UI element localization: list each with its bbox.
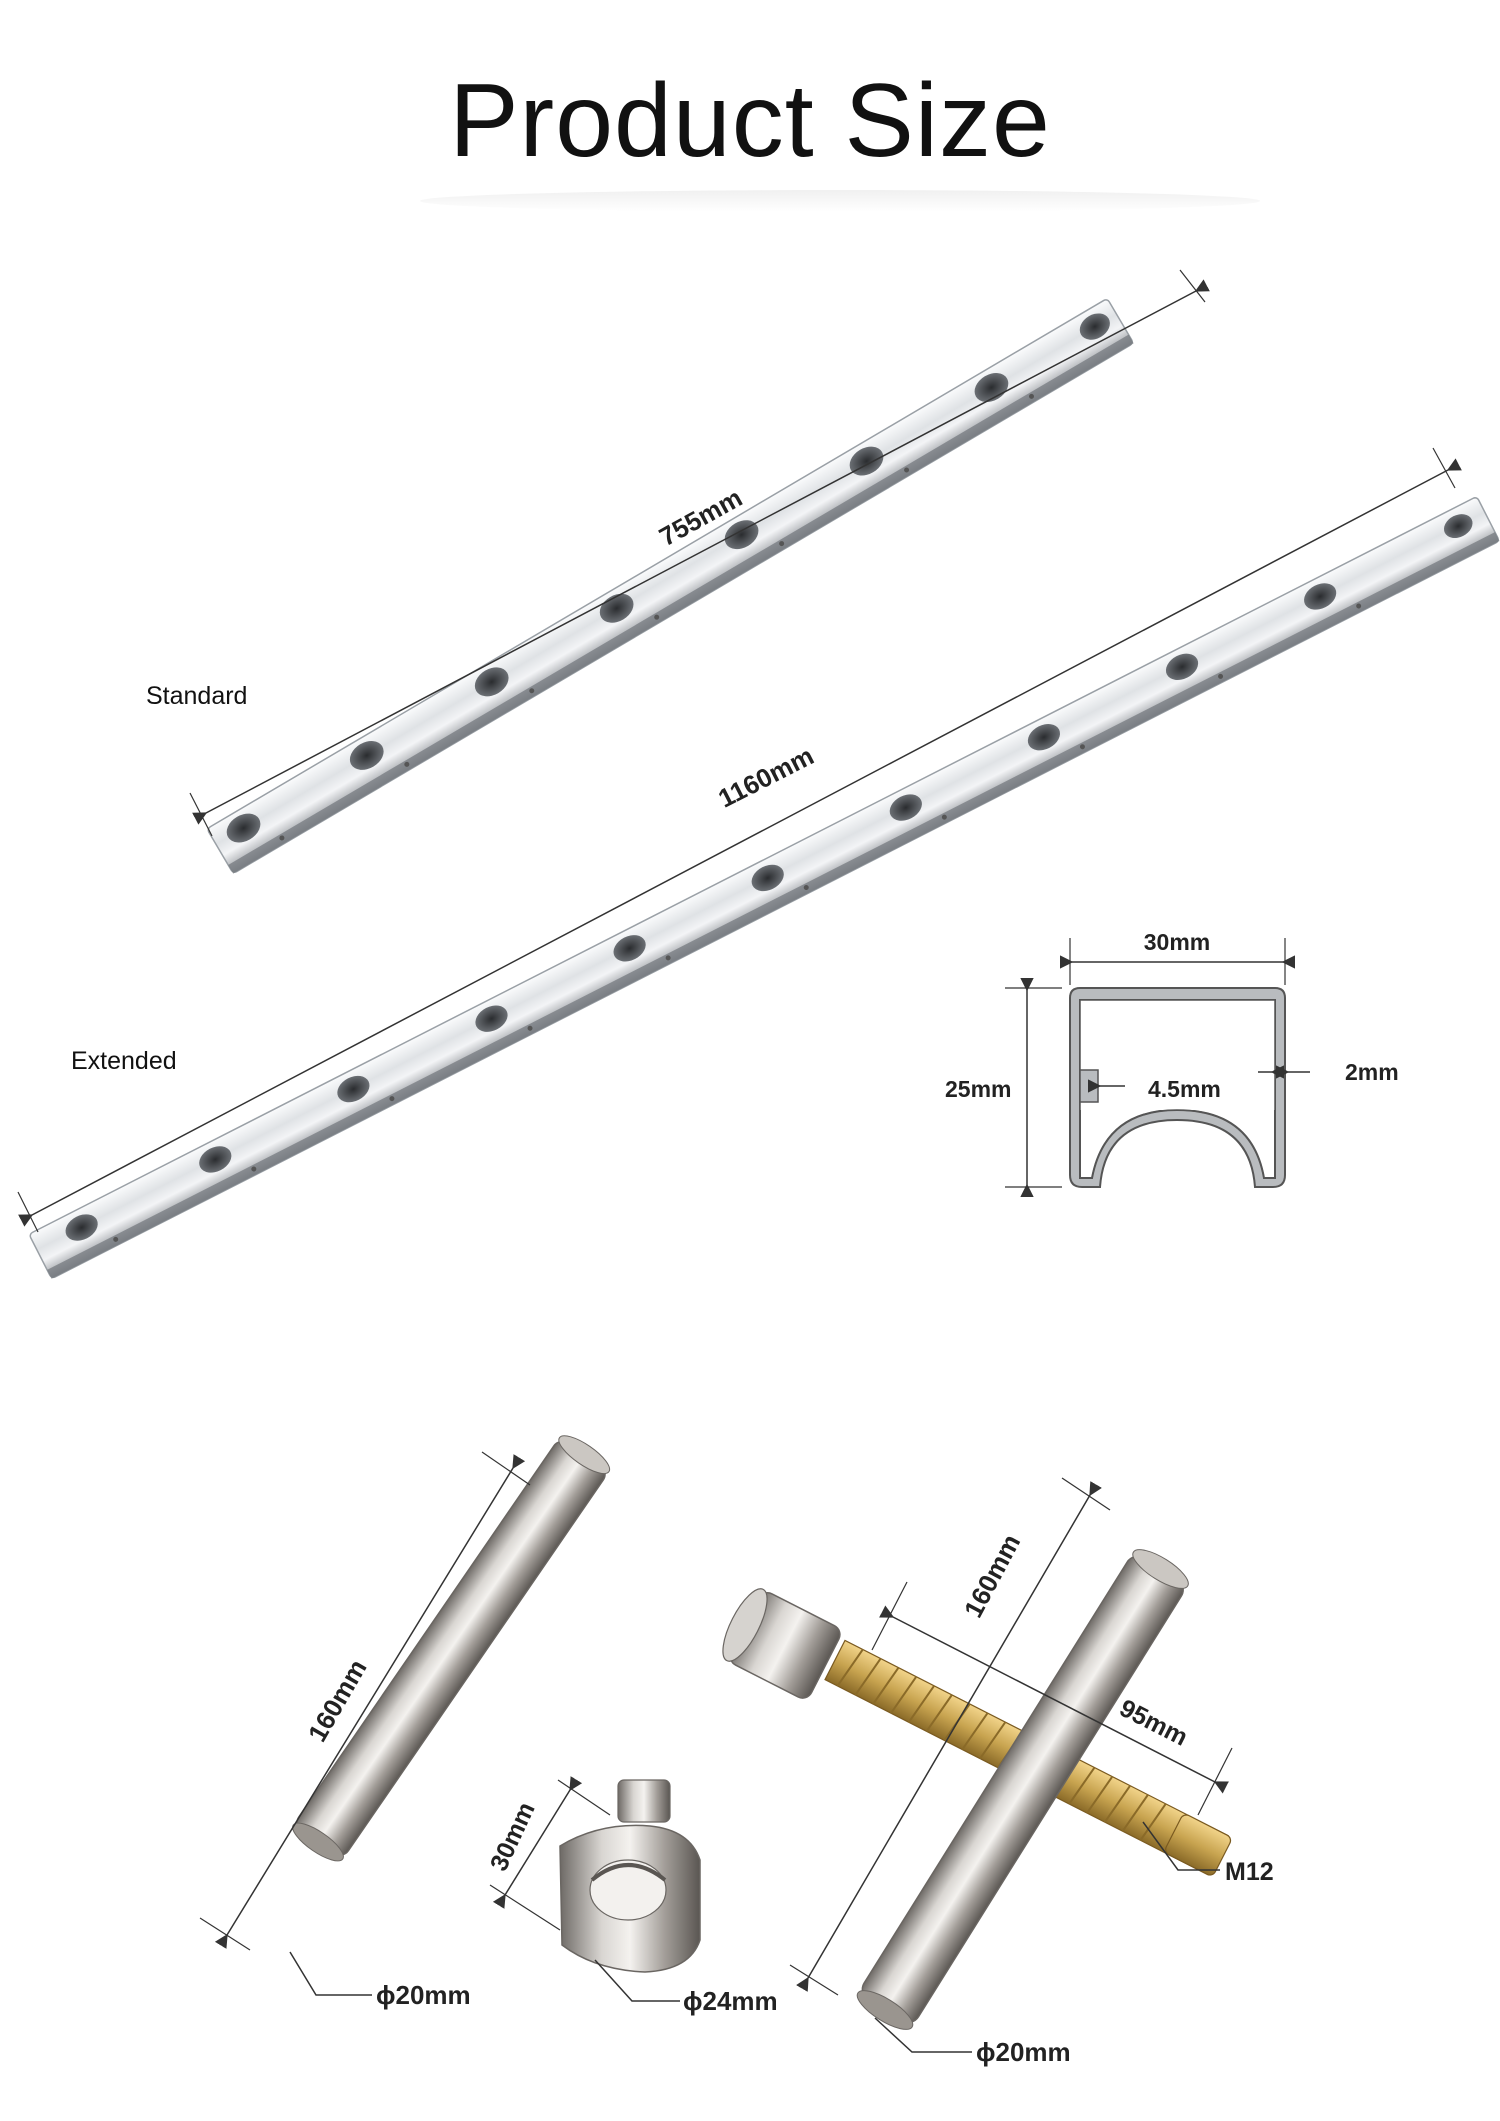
extended-length-label: 1160mm: [713, 740, 818, 813]
collar-height-dimension: [492, 1776, 583, 1909]
assembly-screw-length-dimension: [879, 1605, 1229, 1794]
pin-diameter-label: ϕ20mm: [376, 1980, 471, 2010]
assembly-screw-length-label: 95mm: [1115, 1694, 1192, 1752]
page-title: Product Size: [449, 63, 1051, 179]
profile-wall-label: 2mm: [1345, 1059, 1399, 1085]
assembly-thread-label: M12: [1225, 1858, 1274, 1886]
profile-cross-section: [1069, 987, 1286, 1188]
assembly-diameter-label: ϕ20mm: [976, 2037, 1071, 2067]
title-shadow: [420, 190, 1260, 212]
collar-part: [559, 1779, 701, 1973]
pin-length-dimension: [214, 1454, 526, 1949]
profile-width-label: 30mm: [1144, 929, 1210, 955]
extended-dimension-line: [18, 458, 1462, 1227]
pin-part: [292, 1435, 611, 1862]
profile-lip-label: 4.5mm: [1148, 1076, 1221, 1102]
collar-height-label: 30mm: [485, 1798, 541, 1875]
profile-height-label: 25mm: [945, 1076, 1011, 1102]
collar-diameter-label: ϕ24mm: [683, 1986, 778, 2016]
assembly-pin-length-label: 160mm: [958, 1529, 1027, 1622]
